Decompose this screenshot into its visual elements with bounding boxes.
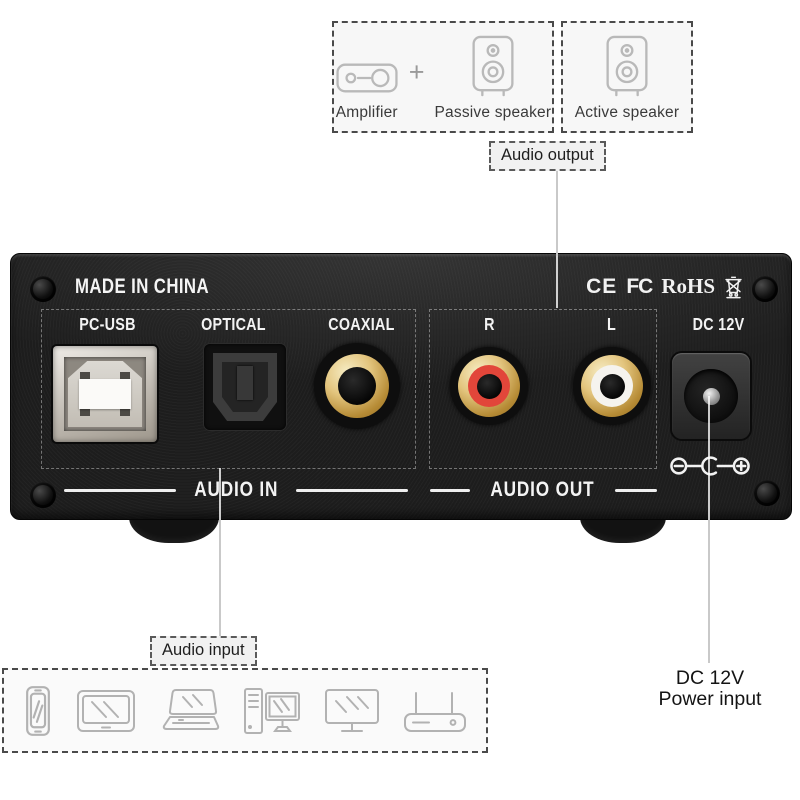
active-speaker-option: Active speaker bbox=[575, 35, 679, 122]
screw-icon bbox=[30, 482, 56, 508]
dc-power-line-panel bbox=[708, 396, 710, 517]
polarity-center-positive-icon bbox=[670, 456, 750, 476]
audio-out-caption: AUDIO OUT bbox=[416, 478, 671, 502]
plus-icon: + bbox=[408, 57, 425, 87]
smartphone-icon bbox=[26, 685, 51, 736]
audio-input-callout: Audio input bbox=[150, 636, 257, 666]
audio-in-caption: AUDIO IN bbox=[51, 478, 421, 502]
coaxial-port-label: COAXIAL bbox=[327, 314, 395, 334]
rca-right-label: R bbox=[483, 314, 495, 334]
audio-output-line bbox=[556, 168, 558, 256]
usb-b-port bbox=[53, 346, 157, 442]
dc-power-callout: DC 12V Power input bbox=[640, 667, 780, 711]
screw-icon bbox=[752, 276, 778, 302]
dc-power-line2: Power input bbox=[658, 688, 762, 711]
active-setup-box: Active speaker bbox=[561, 21, 693, 133]
rohs-mark: RoHS bbox=[661, 274, 715, 298]
optical-port-label: OPTICAL bbox=[200, 314, 266, 334]
audio-in-group-outline bbox=[41, 309, 416, 469]
screw-icon bbox=[754, 480, 780, 506]
dc-input-label: DC 12V bbox=[693, 314, 745, 334]
dc-power-line1: DC 12V bbox=[675, 667, 745, 689]
usb-port-label: PC-USB bbox=[78, 314, 136, 334]
audio-out-group-outline bbox=[429, 309, 657, 469]
amplifier-icon bbox=[336, 63, 398, 93]
optical-toslink-port bbox=[204, 344, 286, 430]
rca-left-jack bbox=[573, 347, 651, 425]
rca-right-jack bbox=[450, 347, 528, 425]
laptop-icon bbox=[162, 688, 219, 730]
audio-input-line bbox=[219, 517, 221, 636]
made-in-text: MADE IN CHINA bbox=[75, 275, 209, 298]
audio-sources-box bbox=[2, 668, 488, 753]
amplifier-option: Amplifier bbox=[335, 59, 399, 122]
desktop-computer-icon bbox=[244, 687, 301, 734]
amplifier-label: Amplifier bbox=[335, 104, 398, 121]
ce-mark: CE bbox=[586, 274, 618, 298]
dac-rear-panel: MADE IN CHINA CE FC RoHS PC-USB OPTICAL bbox=[10, 253, 792, 520]
active-speaker-label: Active speaker bbox=[574, 104, 680, 121]
audio-output-line-panel bbox=[556, 256, 558, 308]
tv-monitor-icon bbox=[324, 688, 379, 732]
usb-b-cavity bbox=[64, 357, 146, 431]
screw-icon bbox=[30, 276, 56, 302]
router-icon bbox=[403, 691, 466, 732]
passive-setup-box: Amplifier + Passive speaker bbox=[332, 21, 554, 133]
fcc-mark: FC bbox=[626, 274, 653, 298]
passive-speaker-label: Passive speaker bbox=[434, 104, 552, 121]
rca-left-label: L bbox=[606, 314, 616, 334]
audio-input-line-panel bbox=[219, 468, 221, 517]
audio-output-callout: Audio output bbox=[489, 141, 606, 171]
dc-power-jack bbox=[672, 353, 750, 439]
coaxial-rca-jack bbox=[314, 343, 400, 429]
dc-power-line bbox=[708, 517, 710, 663]
passive-speaker-option: Passive speaker bbox=[435, 35, 552, 122]
passive-speaker-icon bbox=[472, 35, 514, 97]
certification-marks: CE FC RoHS bbox=[586, 274, 743, 299]
tablet-icon bbox=[76, 689, 135, 732]
weee-crossed-bin-icon bbox=[725, 276, 742, 298]
active-speaker-icon bbox=[606, 35, 648, 97]
